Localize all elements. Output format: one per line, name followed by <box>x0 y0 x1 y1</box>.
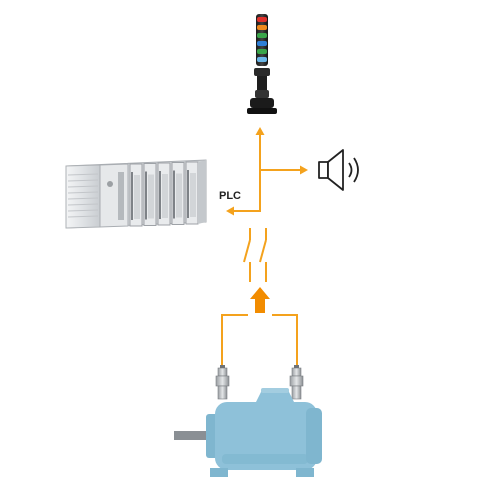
arrow-to-speaker <box>300 165 308 175</box>
signal-lines <box>221 133 303 366</box>
speaker-icon <box>318 149 359 191</box>
plc-rack-icon <box>65 159 207 229</box>
arrow-to-tower <box>255 127 265 135</box>
relay-contact-icon <box>243 228 267 282</box>
signal-up-arrow <box>250 287 270 313</box>
signal-tower-icon <box>247 14 277 114</box>
electric-motor-icon <box>174 388 322 477</box>
plc-label: PLC <box>219 190 241 202</box>
vibration-sensor-icon <box>289 365 304 400</box>
vibration-sensor-icon <box>215 365 230 400</box>
arrow-to-plc <box>226 206 234 216</box>
